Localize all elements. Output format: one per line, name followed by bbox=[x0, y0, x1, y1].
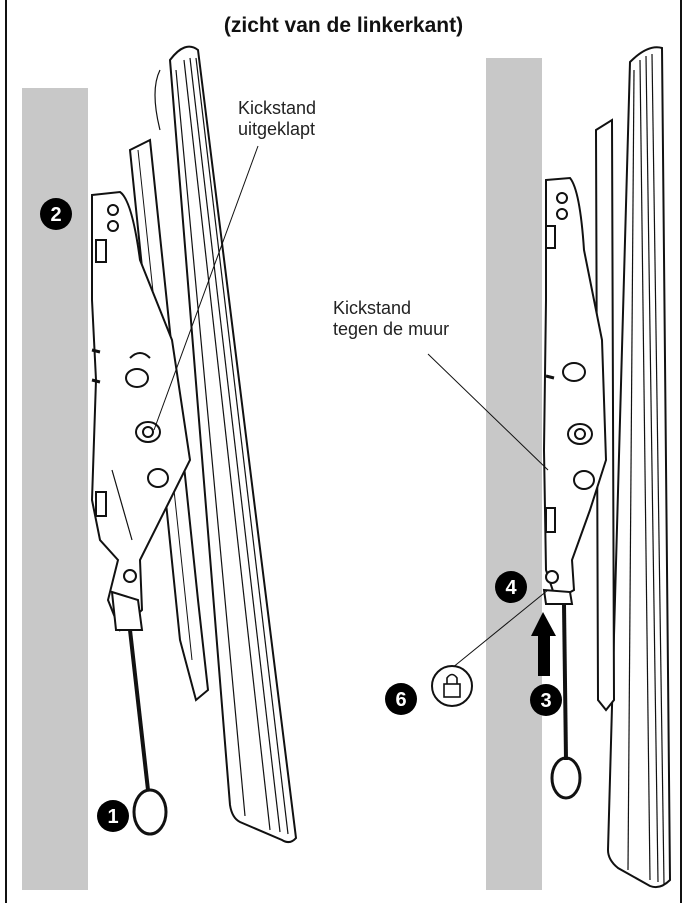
svg-text:6: 6 bbox=[395, 689, 406, 711]
svg-text:3: 3 bbox=[540, 690, 551, 712]
label-kickstand-wall: Kickstand tegen de muur bbox=[333, 298, 449, 340]
callout-2: 2 bbox=[40, 198, 72, 230]
svg-text:4: 4 bbox=[505, 577, 517, 599]
leader-kickstand-wall bbox=[427, 353, 549, 471]
wall-right bbox=[486, 58, 542, 890]
callout-1: 1 bbox=[97, 800, 129, 832]
callout-4: 4 bbox=[495, 571, 527, 603]
pull-cord-left bbox=[128, 629, 150, 791]
leader-lock bbox=[451, 589, 549, 669]
arrow-up-icon bbox=[531, 612, 556, 676]
callout-6: 6 bbox=[385, 683, 417, 715]
pull-ring-icon-right bbox=[550, 756, 582, 800]
padlock-icon bbox=[431, 665, 473, 707]
callout-3: 3 bbox=[530, 684, 562, 716]
label-kickstand-out: Kickstand uitgeklapt bbox=[238, 98, 316, 140]
label-kickstand-out-line1: Kickstand bbox=[238, 98, 317, 118]
svg-text:1: 1 bbox=[107, 806, 118, 828]
diagram-title: (zicht van de linkerkant) bbox=[223, 14, 464, 37]
mount-bracket-right bbox=[542, 176, 608, 605]
label-kickstand-wall-line2: tegen de muur bbox=[333, 319, 450, 339]
left-view: 2 1 bbox=[22, 45, 298, 890]
right-view: 4 6 3 bbox=[385, 46, 672, 890]
label-kickstand-out-line2: uitgeklapt bbox=[238, 119, 316, 139]
svg-text:2: 2 bbox=[50, 204, 61, 226]
leader-kickstand-out bbox=[153, 145, 259, 431]
pull-cord-right bbox=[562, 603, 568, 761]
label-kickstand-wall-line1: Kickstand bbox=[333, 298, 412, 318]
mount-bracket-left bbox=[90, 190, 192, 632]
tv-panel-right bbox=[594, 46, 672, 889]
pull-ring-icon bbox=[132, 788, 168, 836]
